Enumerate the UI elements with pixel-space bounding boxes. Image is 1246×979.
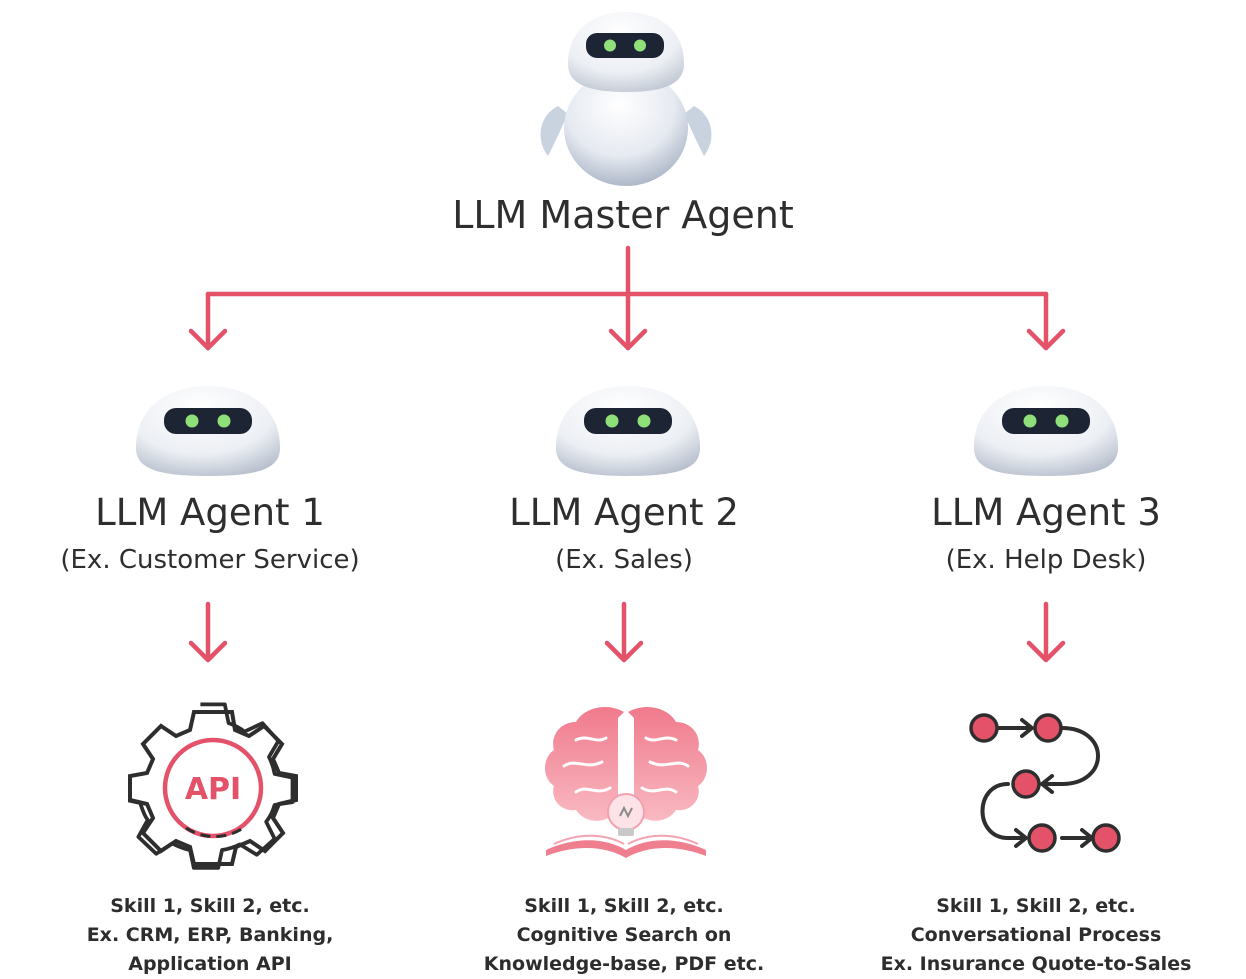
api-icon-label: API — [185, 772, 241, 807]
agent-1-skill-line-1: Skill 1, Skill 2, etc. — [110, 895, 310, 917]
process-flow-icon — [969, 713, 1121, 853]
agent-2-skills: Skill 1, Skill 2, etc. Cognitive Search … — [414, 892, 834, 979]
agent-2-skill-line-1: Skill 1, Skill 2, etc. — [524, 895, 724, 917]
arrow-agent-2-to-skills — [604, 601, 644, 663]
arrow-head-agent-2 — [608, 328, 648, 351]
agent-1-title: LLM Agent 1 — [95, 491, 325, 534]
agent-2-robot-icon — [556, 386, 700, 476]
agent-1-subtitle: (Ex. Customer Service) — [60, 545, 360, 575]
agent-1-skills: Skill 1, Skill 2, etc. Ex. CRM, ERP, Ban… — [0, 892, 420, 979]
agent-3-skill-line-1: Skill 1, Skill 2, etc. — [936, 895, 1136, 917]
agent-3-title: LLM Agent 3 — [931, 491, 1161, 534]
agent-1-skill-line-2: Ex. CRM, ERP, Banking, — [86, 924, 334, 946]
agent-2-title: LLM Agent 2 — [509, 491, 739, 534]
master-agent-title: LLM Master Agent — [452, 193, 794, 237]
agent-1-skill-line-3: Application API — [128, 953, 292, 975]
agent-2-skill-line-3: Knowledge-base, PDF etc. — [483, 953, 765, 975]
agent-3-subtitle: (Ex. Help Desk) — [945, 545, 1147, 575]
arrow-head-agent-1 — [188, 328, 228, 351]
arrow-head-agent-3 — [1026, 328, 1066, 351]
arrow-agent-3-to-skills — [1026, 601, 1066, 663]
agent-3-robot-icon — [974, 386, 1118, 476]
agent-3-skill-line-2: Conversational Process — [910, 924, 1162, 946]
agent-3-skill-line-3: Ex. Insurance Quote-to-Sales — [880, 953, 1192, 975]
master-robot-icon — [540, 12, 712, 186]
brain-book-icon — [545, 707, 707, 858]
agent-1-robot-icon — [136, 386, 280, 476]
agent-2-skill-line-2: Cognitive Search on — [516, 924, 732, 946]
agent-2-subtitle: (Ex. Sales) — [555, 545, 693, 575]
api-gear-icon: API — [128, 702, 298, 870]
agent-3-skills: Skill 1, Skill 2, etc. Conversational Pr… — [826, 892, 1246, 979]
arrow-agent-1-to-skills — [188, 601, 228, 663]
